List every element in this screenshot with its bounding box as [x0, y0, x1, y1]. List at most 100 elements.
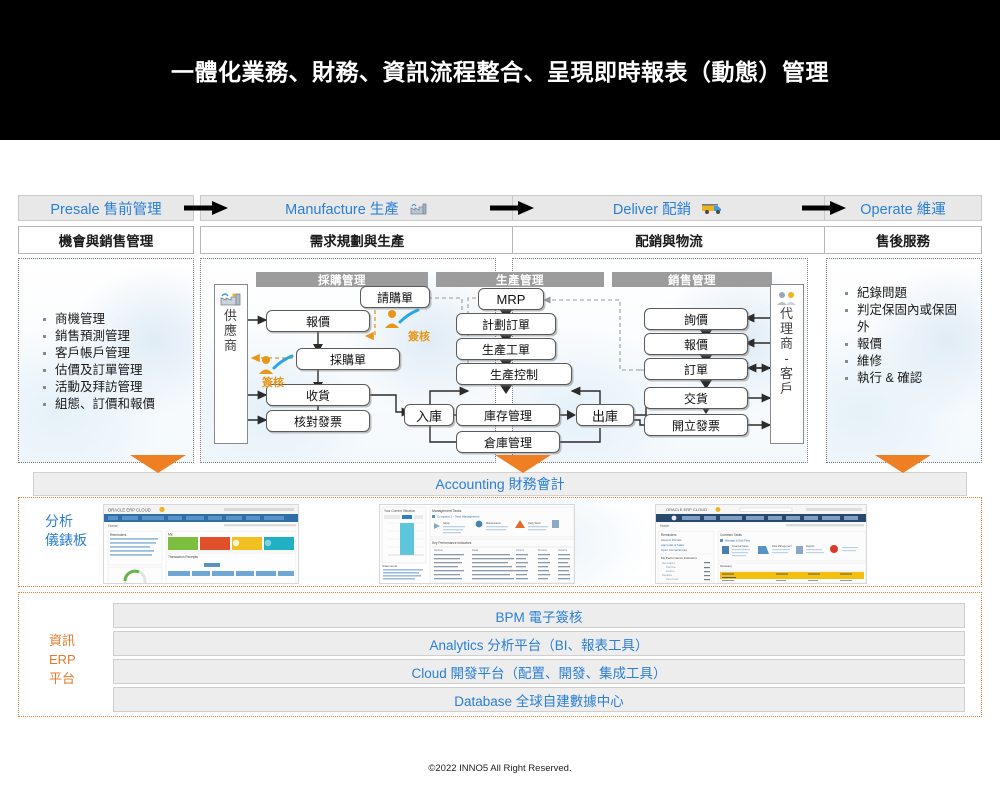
node-inventory-management[interactable]: 庫存管理: [456, 404, 560, 426]
svg-text:Data Management: Data Management: [772, 545, 792, 548]
platform-bar-label-cloud: Cloud 開發平台（配置、開發、集成工具）: [411, 665, 667, 681]
sub-header-operate: 售後服務: [824, 226, 982, 254]
dashboard-thumbnail-1[interactable]: ORACLE ERP CLOUD Home Reminders: [103, 504, 299, 584]
svg-text:Account Periods: Account Periods: [661, 538, 682, 542]
node-warehouse-management[interactable]: 倉庫管理: [456, 431, 560, 453]
svg-text:Maintenance: Maintenance: [486, 521, 501, 525]
signoff-label: 簽核: [408, 331, 430, 343]
list-item: 紀錄問題: [843, 285, 965, 302]
down-arrow-operate: [875, 455, 931, 473]
sub-header-label-manufacture: 需求規劃與生產: [309, 234, 405, 249]
platform-bar-cloud[interactable]: Cloud 開發平台（配置、開發、集成工具）: [113, 659, 965, 684]
node-inquiry[interactable]: 詢價: [644, 308, 748, 330]
platform-bar-label-analytics: Analytics 分析平台（BI、報表工具）: [429, 637, 649, 653]
svg-text:Reminders: Reminders: [661, 533, 677, 537]
actor-supplier: 供應商: [214, 284, 248, 444]
platform-bar-bpm[interactable]: BPM 電子簽核: [113, 603, 965, 628]
actor-supplier-label: 供應商: [223, 308, 238, 353]
node-planned-order[interactable]: 計劃訂單: [456, 313, 556, 335]
down-arrow-manufacture: [495, 455, 551, 473]
svg-text:Key Performance Indicators: Key Performance Indicators: [432, 541, 472, 545]
customer-people-icon: [777, 292, 796, 305]
svg-text:Daily Work: Daily Work: [528, 521, 541, 525]
list-item: 活動及拜訪管理: [41, 379, 155, 396]
sub-header-manufacture: 需求規劃與生產: [200, 226, 514, 254]
sub-header-deliver: 配銷與物流: [512, 226, 826, 254]
node-purchase-order[interactable]: 採購單: [296, 348, 400, 370]
list-item: 執行 & 確認: [843, 370, 965, 387]
stage-banner-row: Presale 售前管理 Manufacture 生產 Deliver 配銷: [18, 195, 982, 221]
panel-presale: 商機管理 銷售預測管理 客戶帳戶管理 估價及訂單管理 活動及拜訪管理 組態、訂價…: [18, 258, 194, 463]
svg-text:Variance: Variance: [558, 549, 568, 552]
platform-bar-label-database: Database 全球自建數據中心: [454, 693, 624, 709]
svg-text:Common Tasks: Common Tasks: [720, 533, 742, 537]
svg-text:Detail: Detail: [472, 549, 479, 552]
platform-bar-analytics[interactable]: Analytics 分析平台（BI、報表工具）: [113, 631, 965, 656]
node-stock-in[interactable]: 入庫: [404, 404, 454, 426]
title-band: 一體化業務、財務、資訊流程整合、呈現即時報表（動態）管理: [0, 0, 1000, 140]
node-work-order[interactable]: 生產工單: [456, 338, 556, 360]
dashboard-band: 分析 儀錶板 ORACLE ERP CLOUD: [18, 497, 982, 587]
stage-label-operate: Operate 維運: [860, 201, 946, 218]
platform-bar-label-bpm: BPM 電子簽核: [495, 609, 583, 625]
svg-text:Open Journal Entries: Open Journal Entries: [661, 548, 688, 552]
dashboard-thumbnail-2[interactable]: Your Current Situation Statements Manage…: [379, 504, 575, 584]
process-flow-layer: 採購管理 生產管理 銷售管理 供應商 代理商-客: [200, 258, 808, 463]
stage-banner-deliver[interactable]: Deliver 配銷: [512, 195, 826, 221]
presale-bullet-list: 商機管理 銷售預測管理 客戶帳戶管理 估價及訂單管理 活動及拜訪管理 組態、訂價…: [41, 311, 155, 413]
node-sales-quotation[interactable]: 報價: [644, 333, 748, 355]
svg-text:Glossary: Glossary: [720, 564, 732, 568]
node-stock-out[interactable]: 出庫: [576, 404, 634, 426]
group-header-label-procurement: 採購管理: [318, 274, 366, 287]
group-header-label-sales: 銷售管理: [668, 274, 716, 287]
group-header-procurement: 採購管理: [256, 272, 428, 287]
svg-text:Current: Current: [516, 549, 524, 552]
list-item: 客戶帳戶管理: [41, 345, 155, 362]
stage-banner-operate[interactable]: Operate 維運: [824, 195, 982, 221]
dashboard-thumbnail-3[interactable]: ORACLE ERP CLOUD Home Reminders: [655, 504, 867, 584]
svg-text:Home: Home: [108, 524, 118, 528]
list-item: 判定保固內或保固外: [843, 302, 965, 336]
stage-banner-presale[interactable]: Presale 售前管理: [18, 195, 194, 221]
footer-copyright: ©2022 INNO5 All Right Reserved.: [428, 763, 572, 774]
node-sales-order[interactable]: 訂單: [644, 358, 748, 380]
svg-text:Past Due: Past Due: [666, 566, 677, 569]
svg-text:Approvals & Tasks: Approvals & Tasks: [661, 543, 685, 547]
operate-bullet-list: 紀錄問題 判定保固內或保固外 報價 維修 執行 & 確認: [843, 285, 965, 387]
node-delivery[interactable]: 交貨: [644, 387, 748, 409]
platform-label-line1: 資訊: [49, 633, 76, 648]
svg-text:Financial Setup: Financial Setup: [732, 545, 749, 548]
svg-text:Open Items: Open Items: [666, 578, 679, 581]
signoff-person-check-icon: [259, 354, 294, 374]
node-issue-invoice[interactable]: 開立發票: [644, 414, 748, 436]
node-production-control[interactable]: 生產控制: [456, 363, 572, 385]
node-invoice-check[interactable]: 核對發票: [266, 410, 370, 432]
signoff-purchase-request: 簽核: [382, 308, 462, 343]
svg-text:Your Current Situation: Your Current Situation: [384, 509, 415, 513]
svg-text:ORACLE ERP CLOUD: ORACLE ERP CLOUD: [666, 507, 707, 512]
stage-label-presale: Presale 售前管理: [50, 201, 162, 218]
stage-banner-manufacture[interactable]: Manufacture 生產: [200, 195, 514, 221]
node-purchase-request[interactable]: 請購單: [360, 286, 430, 308]
panel-background: [19, 259, 193, 462]
svg-text:Previous: Previous: [538, 549, 548, 552]
list-item: 估價及訂單管理: [41, 362, 155, 379]
signoff-supplier-po: 簽核: [256, 354, 336, 389]
svg-text:ORACLE ERP CLOUD: ORACLE ERP CLOUD: [108, 508, 151, 513]
sub-header-label-operate: 售後服務: [876, 234, 930, 249]
flow-arrow-deliver-to-operate: [802, 201, 846, 215]
svg-text:Invoices: Invoices: [666, 570, 676, 573]
group-header-production: 生產管理: [436, 272, 604, 287]
node-quotation[interactable]: 報價: [266, 310, 370, 332]
svg-text:Statements: Statements: [382, 564, 398, 568]
signoff-label: 簽核: [262, 377, 284, 389]
dashboard-label-line1: 分析: [45, 513, 73, 529]
panel-operate: 紀錄問題 判定保固內或保固外 報價 維修 執行 & 確認: [826, 258, 982, 463]
sub-header-row: 機會與銷售管理 需求規劃與生產 配銷與物流 售後服務: [18, 226, 982, 254]
platform-bar-database[interactable]: Database 全球自建數據中心: [113, 687, 965, 712]
node-receiving[interactable]: 收貨: [266, 384, 370, 406]
page-title: 一體化業務、財務、資訊流程整合、呈現即時報表（動態）管理: [171, 59, 829, 85]
svg-text:Payables: Payables: [662, 574, 673, 577]
accounting-bar[interactable]: Accounting 財務會計: [33, 472, 967, 496]
node-mrp[interactable]: MRP: [478, 288, 544, 310]
